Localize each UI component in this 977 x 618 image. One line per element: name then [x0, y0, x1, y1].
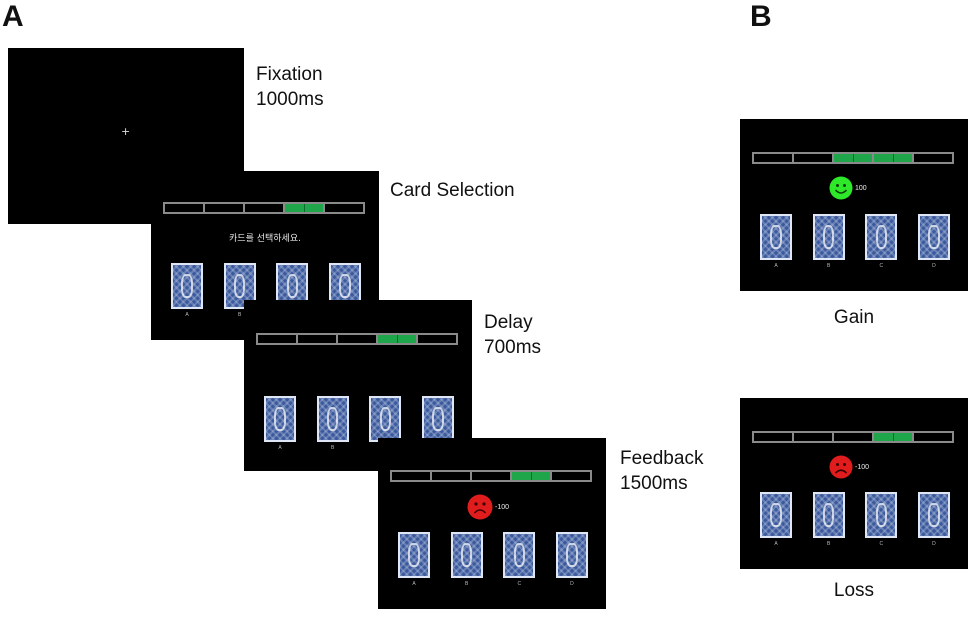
card-b: B — [450, 532, 483, 587]
progress-bar — [752, 152, 954, 164]
card-letter: B — [464, 581, 469, 587]
card-letter: C — [879, 263, 884, 269]
loss-screen: -100 A B C D — [740, 398, 968, 569]
card-c: C — [503, 532, 536, 587]
card-c: C — [865, 214, 898, 269]
card-b: B — [812, 214, 845, 269]
playing-card-back-icon — [398, 532, 430, 578]
card-letter: D — [570, 581, 574, 587]
card-letter: B — [826, 541, 831, 547]
card-letter: C — [517, 581, 522, 587]
playing-card-back-icon — [171, 263, 203, 309]
card-letter: C — [879, 541, 884, 547]
loss-label: Loss — [833, 580, 875, 601]
delay-duration: 700ms — [484, 337, 542, 358]
card-b: B — [812, 492, 845, 547]
card-a: A — [264, 396, 296, 451]
playing-card-back-icon — [760, 492, 792, 538]
frowning-face-icon — [467, 494, 493, 520]
card-letter: D — [932, 263, 936, 269]
card-letter: A — [774, 263, 778, 269]
feedback-amount: -100 — [495, 504, 510, 511]
loss-amount: -100 — [855, 464, 870, 471]
card-row: A B C D — [760, 214, 950, 269]
progress-bar — [752, 431, 954, 443]
panel-b-label: B — [750, 0, 772, 33]
gain-label: Gain — [833, 307, 875, 328]
playing-card-back-icon — [316, 396, 349, 442]
card-d: D — [555, 532, 588, 587]
progress-bar — [163, 202, 365, 214]
fixation-title: Fixation — [256, 64, 323, 85]
playing-card-back-icon — [760, 214, 792, 260]
card-a: A — [760, 214, 792, 269]
feedback-duration: 1500ms — [620, 473, 688, 494]
playing-card-back-icon — [865, 492, 898, 538]
card-selection-instruction: 카드를 선택하세요. — [229, 234, 301, 244]
progress-bar — [256, 333, 458, 345]
gain-screen: 100 A B C D — [740, 119, 968, 291]
feedback-title: Feedback — [620, 448, 704, 469]
card-a: A — [398, 532, 430, 587]
gain-amount: 100 — [855, 185, 867, 192]
playing-card-back-icon — [264, 396, 296, 442]
card-letter: A — [412, 581, 416, 587]
playing-card-back-icon — [369, 396, 402, 442]
card-letter: B — [237, 312, 242, 318]
card-letter: B — [330, 445, 335, 451]
card-letter: D — [932, 541, 936, 547]
card-c: C — [865, 492, 898, 547]
card-a: A — [760, 492, 792, 547]
playing-card-back-icon — [917, 214, 950, 260]
fixation-cross: + — [121, 125, 131, 138]
card-letter: B — [826, 263, 831, 269]
card-selection-title: Card Selection — [390, 180, 515, 201]
card-d: D — [421, 396, 454, 451]
card-row: A B C D — [398, 532, 588, 587]
playing-card-back-icon — [917, 492, 950, 538]
panel-a-label: A — [2, 0, 24, 33]
delay-title: Delay — [484, 312, 533, 333]
card-letter: A — [185, 312, 189, 318]
feedback-screen: -100 A B C D — [378, 438, 606, 609]
card-a: A — [171, 263, 203, 318]
card-d: D — [917, 492, 950, 547]
card-letter: A — [774, 541, 778, 547]
playing-card-back-icon — [812, 492, 845, 538]
playing-card-back-icon — [450, 532, 483, 578]
card-row: A B C D — [760, 492, 950, 547]
card-letter: A — [278, 445, 282, 451]
fixation-duration: 1000ms — [256, 89, 324, 110]
card-b: B — [316, 396, 349, 451]
playing-card-back-icon — [812, 214, 845, 260]
playing-card-back-icon — [421, 396, 454, 442]
playing-card-back-icon — [503, 532, 536, 578]
playing-card-back-icon — [865, 214, 898, 260]
smiley-face-icon — [829, 176, 853, 200]
frowning-face-icon — [829, 455, 853, 479]
card-d: D — [917, 214, 950, 269]
playing-card-back-icon — [555, 532, 588, 578]
progress-bar — [390, 470, 592, 482]
